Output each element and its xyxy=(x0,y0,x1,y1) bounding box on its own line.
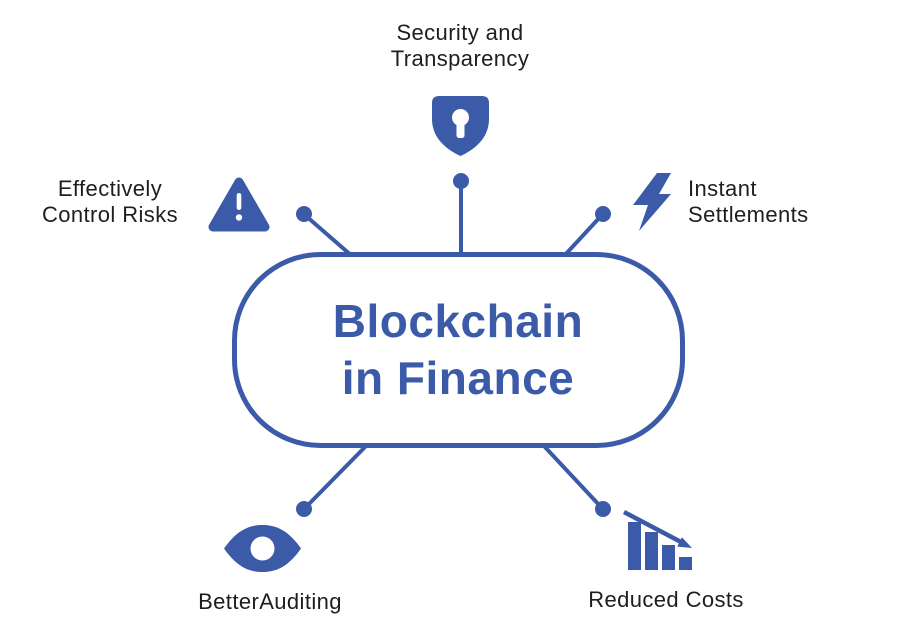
spoke-bottom-right xyxy=(542,444,603,509)
label-line: Security and xyxy=(396,20,524,45)
spoke-dots xyxy=(296,173,611,517)
label-line: Settlements xyxy=(688,202,809,227)
label-security-transparency: Security and Transparency xyxy=(310,20,610,72)
label-line: Transparency xyxy=(390,46,530,71)
spoke-lines xyxy=(304,186,603,509)
label-control-risks: Effectively Control Risks xyxy=(20,176,200,228)
eye-icon xyxy=(224,525,301,572)
label-line: Instant xyxy=(688,176,757,201)
spoke-bottom-left xyxy=(304,444,368,509)
shield-lock-icon xyxy=(432,96,489,156)
label-line: Control Risks xyxy=(41,202,178,227)
label-line: Effectively xyxy=(57,176,163,201)
dot-bottom-left xyxy=(296,501,312,517)
center-title-line1: Blockchain xyxy=(332,294,584,347)
spoke-top-left xyxy=(304,214,354,258)
dot-bottom-right xyxy=(595,501,611,517)
label-line: BetterAuditing xyxy=(198,589,342,614)
dot-top xyxy=(453,173,469,189)
label-reduced-costs: Reduced Costs xyxy=(566,587,766,613)
label-better-auditing: BetterAuditing xyxy=(170,589,370,615)
dot-top-right xyxy=(595,206,611,222)
declining-bar-chart-icon xyxy=(622,510,692,570)
center-title: Blockchain in Finance xyxy=(232,252,684,447)
label-line: Reduced Costs xyxy=(588,587,744,612)
spoke-top-right xyxy=(562,214,603,258)
dot-top-left xyxy=(296,206,312,222)
center-box-outline xyxy=(232,252,685,448)
lightning-bolt-icon xyxy=(633,173,671,231)
label-instant-settlements: Instant Settlements xyxy=(688,176,858,228)
center-title-line2: in Finance xyxy=(341,351,575,404)
warning-triangle-icon xyxy=(208,177,270,232)
